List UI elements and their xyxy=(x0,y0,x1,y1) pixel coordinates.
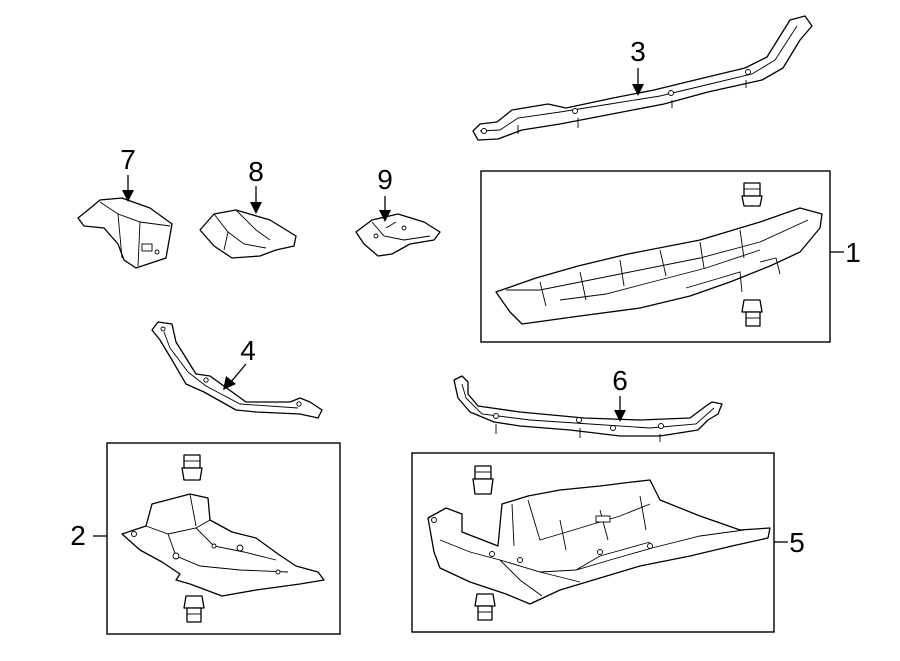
part-5-shield xyxy=(427,479,771,605)
callout-5: 5 xyxy=(789,527,805,558)
clip-5-top xyxy=(472,465,494,495)
part-3-rail xyxy=(472,15,813,141)
clip-1-bottom xyxy=(741,299,763,327)
part-1-shield xyxy=(495,207,823,325)
callout-8: 8 xyxy=(248,156,264,187)
part-9-plate xyxy=(355,213,441,257)
callout-9: 9 xyxy=(377,164,393,195)
clip-2-top xyxy=(181,454,203,481)
callout-7: 7 xyxy=(120,144,136,175)
callout-1: 1 xyxy=(845,237,861,268)
part-2-box xyxy=(106,442,341,635)
part-4-rail xyxy=(151,321,323,419)
part-1-box xyxy=(480,170,831,343)
clip-2-bottom xyxy=(183,595,205,623)
part-2-shield xyxy=(121,493,325,597)
callout-6: 6 xyxy=(612,365,628,396)
clip-1-top xyxy=(741,182,763,207)
callout-4: 4 xyxy=(240,335,256,366)
callout-3: 3 xyxy=(630,36,646,67)
callout-2: 2 xyxy=(70,520,86,551)
part-8-cover xyxy=(199,209,297,259)
part-7-bracket xyxy=(77,197,173,269)
clip-5-bottom xyxy=(474,593,496,621)
part-6-rail xyxy=(453,375,723,442)
